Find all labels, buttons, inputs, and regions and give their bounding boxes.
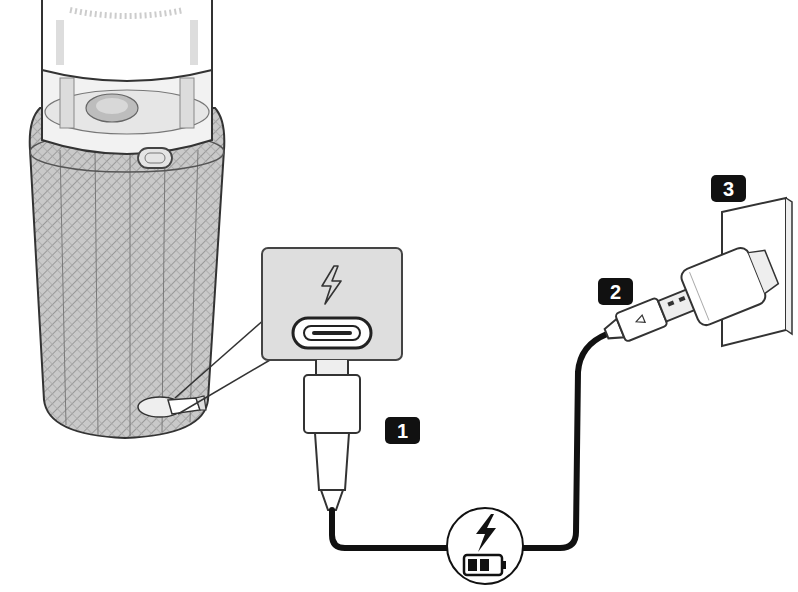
callout-number: 1 (385, 417, 420, 444)
zoom-line (175, 318, 266, 398)
zoom-line (178, 360, 270, 414)
callout-number: 3 (711, 175, 746, 202)
charger (595, 239, 783, 361)
port-zoom (262, 248, 402, 360)
callout-number: 2 (598, 278, 633, 305)
charging-badge (447, 508, 523, 584)
speaker (30, 0, 225, 438)
usb-c-plug (304, 360, 360, 510)
